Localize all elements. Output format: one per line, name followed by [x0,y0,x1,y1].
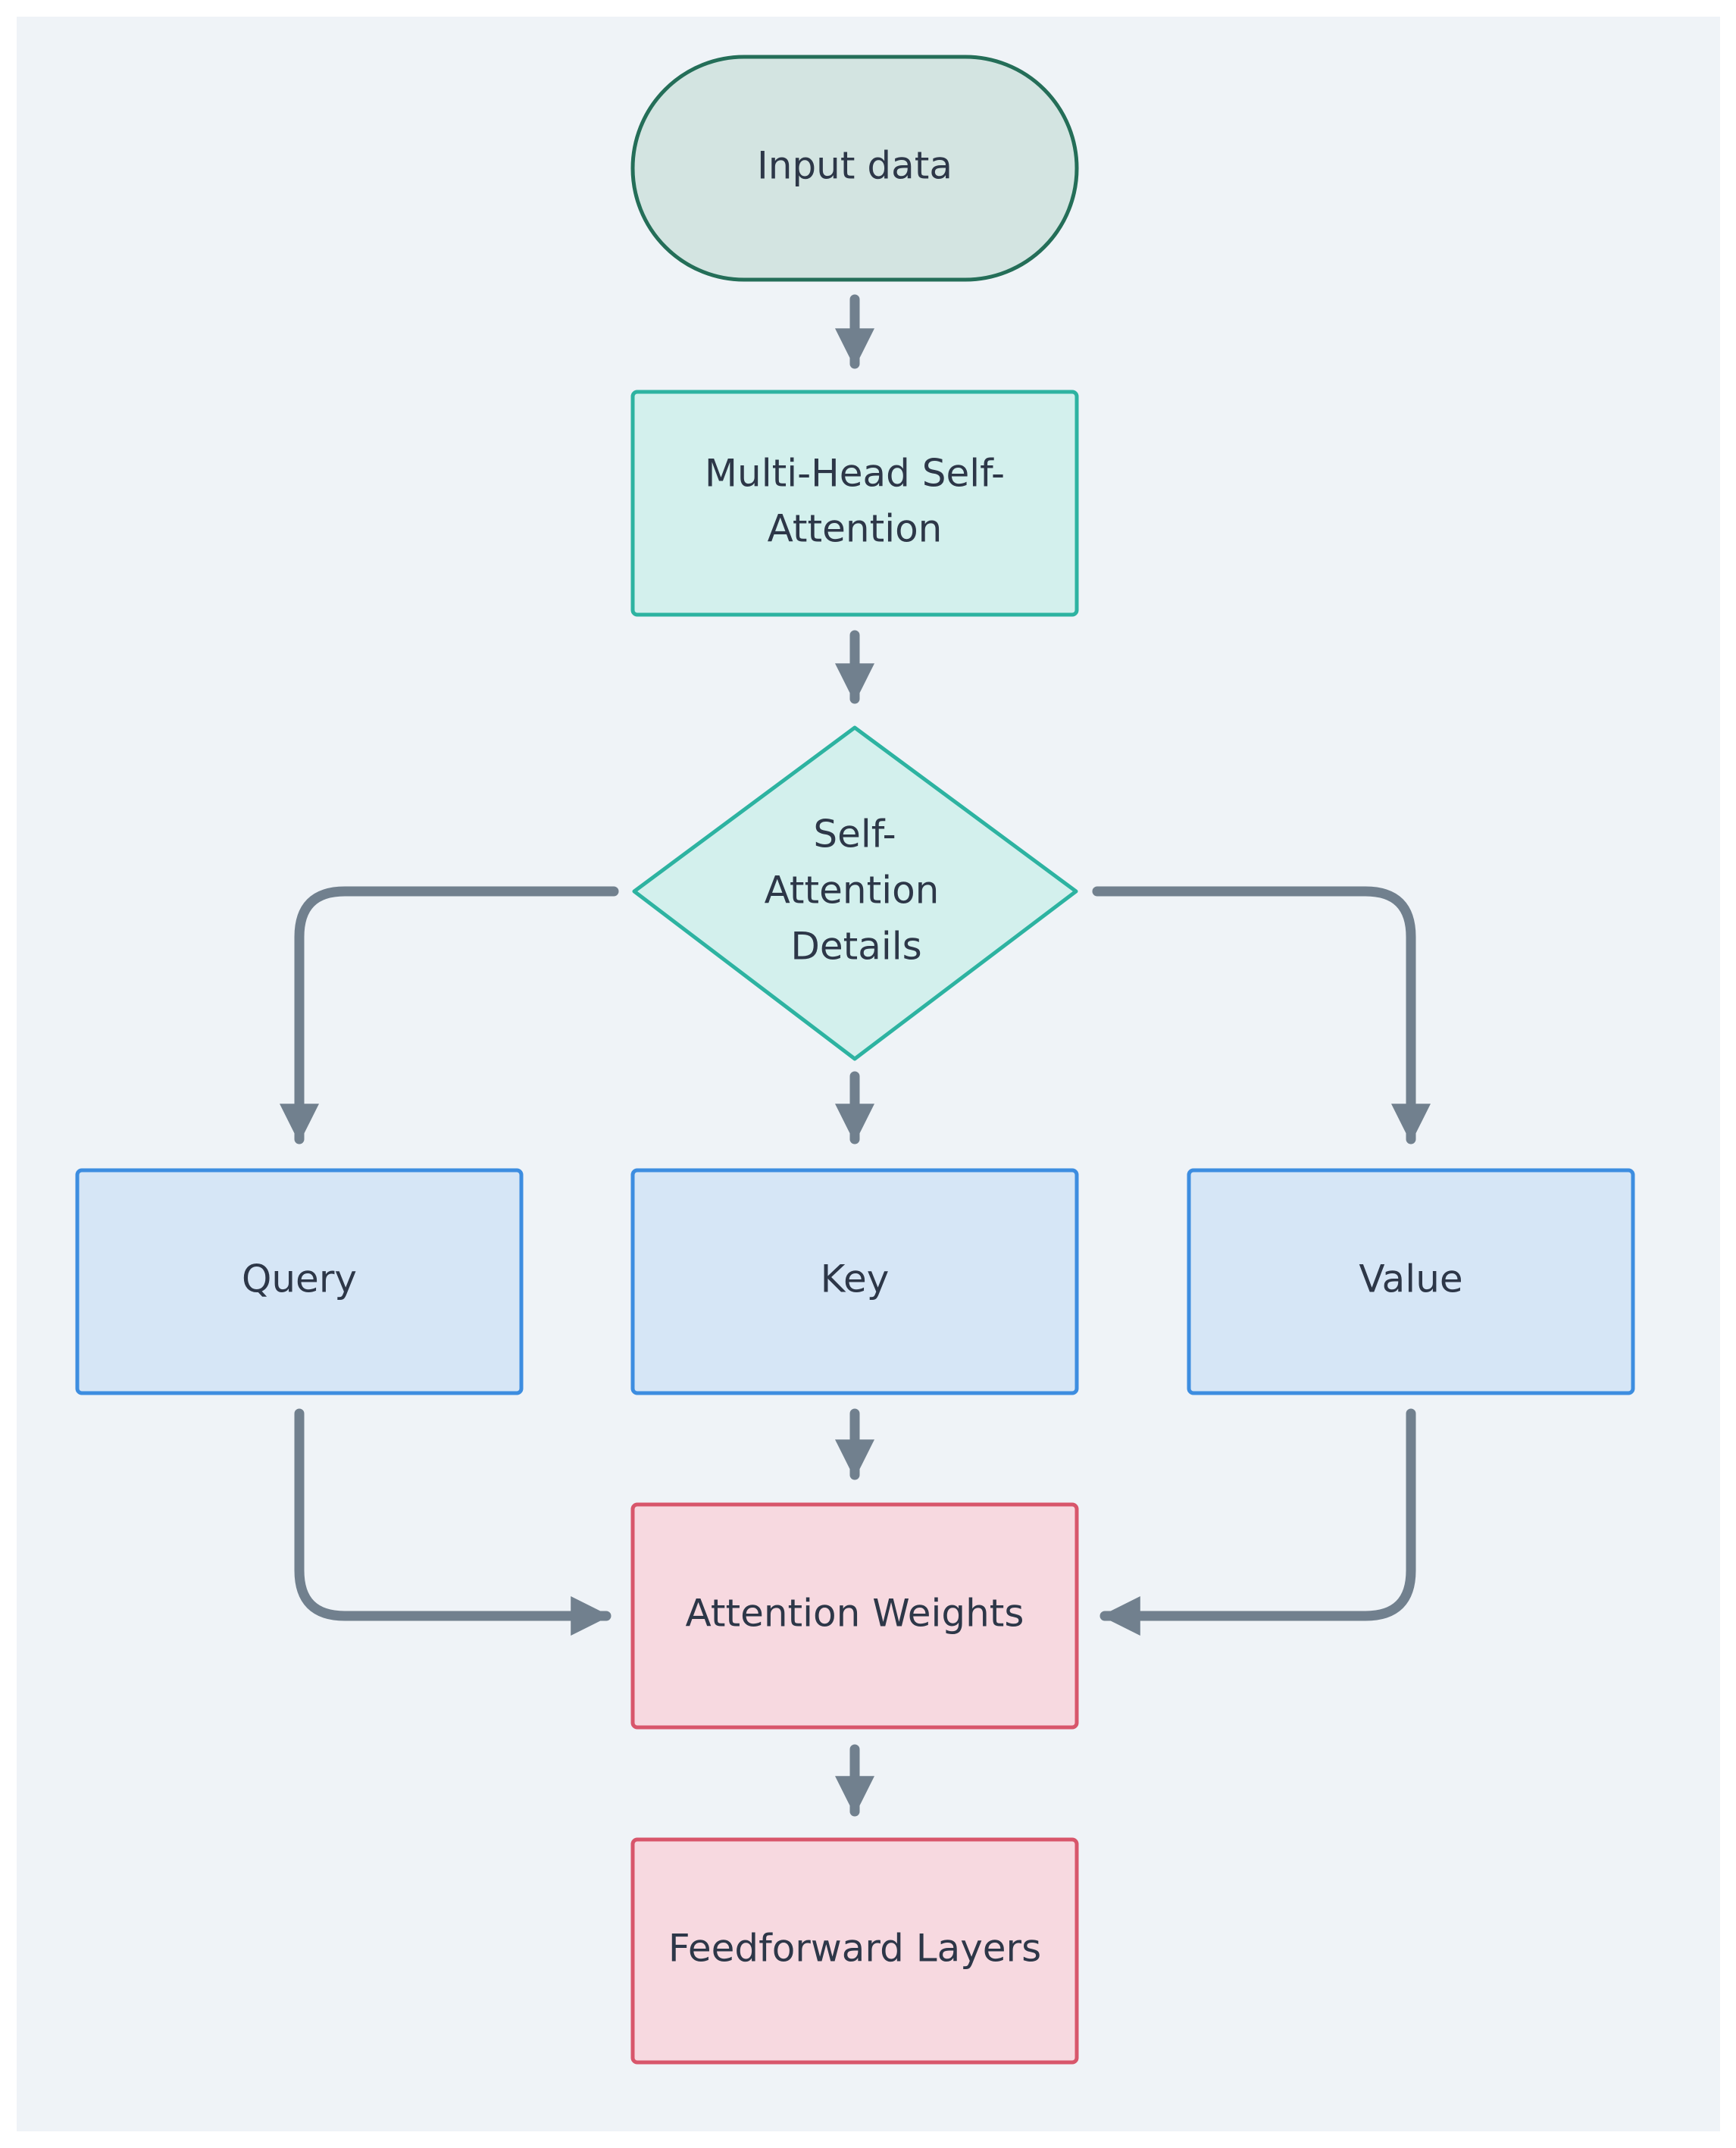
edge-decision-to-value [1092,886,1431,1144]
edge-decision-to-query [280,886,619,1144]
node-feedforward-layers: Feedforward Layers [630,1837,1079,2065]
node-attention-weights-label: Attention Weights [686,1592,1024,1636]
edge-value-to-attention-weights [1099,1408,1416,1636]
node-input-data: Input data [630,55,1079,282]
node-mhsa-label-line1: Multi-Head Self- [705,452,1005,496]
node-decision-label-line1: Self- [813,813,896,856]
node-value-label: Value [1359,1257,1462,1301]
node-value: Value [1187,1168,1635,1395]
node-attention-weights: Attention Weights [630,1502,1079,1730]
node-query-label: Query [242,1257,357,1301]
edge-query-to-attention-weights [294,1408,612,1636]
node-multi-head-self-attention: Multi-Head Self- Attention [630,390,1079,617]
node-mhsa-label-line2: Attention [768,507,943,551]
node-key: Key [630,1168,1079,1395]
node-decision-label-line2: Attention [765,869,940,913]
node-key-label: Key [821,1257,890,1301]
node-input-data-label: Input data [757,144,952,188]
node-decision-label-line3: Details [790,925,921,969]
node-self-attention-details: Self- Attention Details [632,725,1078,1061]
node-feedforward-label: Feedforward Layers [668,1927,1041,1971]
node-query: Query [75,1168,524,1395]
